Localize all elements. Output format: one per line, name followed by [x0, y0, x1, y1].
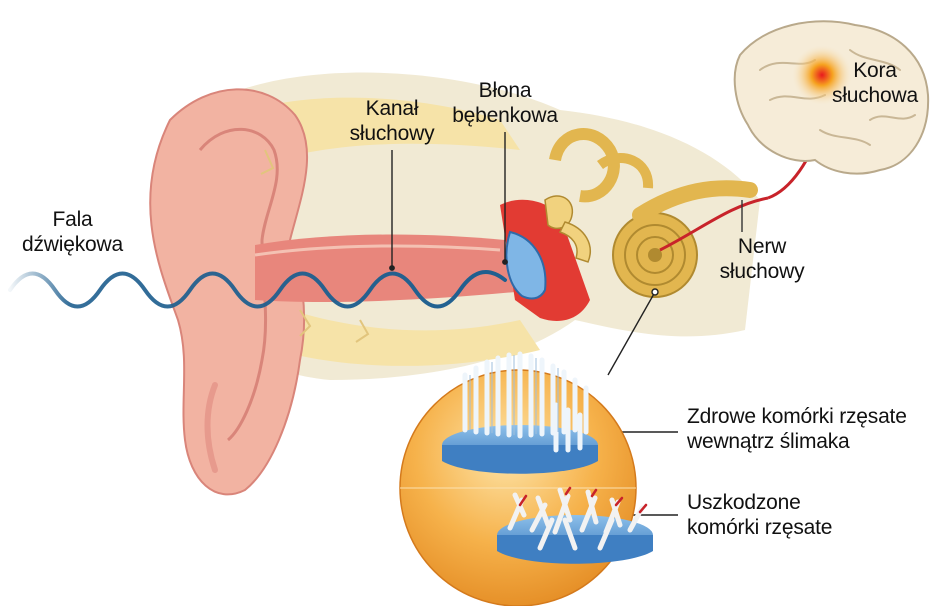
label-damaged-hair-cells: Uszkodzone komórki rzęsate	[687, 490, 887, 540]
label-sound-wave-line2: dźwiękowa	[10, 232, 135, 257]
label-sound-wave-line1: Fala	[10, 207, 135, 232]
label-auditory-nerve: Nerw słuchowy	[706, 234, 818, 284]
label-eardrum-line2: bębenkowa	[440, 103, 570, 128]
label-ear-canal-line1: Kanał	[330, 96, 454, 121]
label-healthy-hair-cells: Zdrowe komórki rzęsate wewnątrz ślimaka	[687, 404, 927, 454]
label-ear-canal: Kanał słuchowy	[330, 96, 454, 146]
label-healthy-hair-cells-line1: Zdrowe komórki rzęsate	[687, 404, 927, 429]
label-auditory-cortex-line1: Kora	[822, 58, 928, 83]
healthy-hair-cells	[442, 354, 598, 474]
label-eardrum: Błona bębenkowa	[440, 78, 570, 128]
label-eardrum-line1: Błona	[440, 78, 570, 103]
label-ear-canal-line2: słuchowy	[330, 121, 454, 146]
label-auditory-nerve-line2: słuchowy	[706, 259, 818, 284]
label-auditory-nerve-line1: Nerw	[706, 234, 818, 259]
hair-cells-inset	[400, 354, 653, 606]
label-damaged-hair-cells-line2: komórki rzęsate	[687, 515, 887, 540]
label-auditory-cortex-line2: słuchowa	[822, 83, 928, 108]
label-sound-wave: Fala dźwiękowa	[10, 207, 135, 257]
label-healthy-hair-cells-line2: wewnątrz ślimaka	[687, 429, 927, 454]
label-auditory-cortex: Kora słuchowa	[822, 58, 928, 108]
label-damaged-hair-cells-line1: Uszkodzone	[687, 490, 887, 515]
cochlea	[613, 213, 697, 297]
